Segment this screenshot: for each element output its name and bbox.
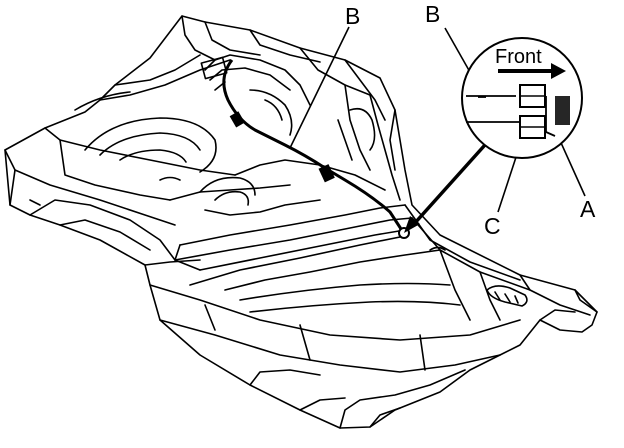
cable-clip-2 [318, 164, 335, 183]
label-b-center: B [345, 3, 361, 29]
label-a: A [580, 196, 596, 222]
floor-pan-outline [4, 15, 598, 429]
cable-clip-1 [229, 111, 245, 128]
detail-pointer-head [404, 216, 420, 233]
detail-pointer [412, 134, 495, 226]
detail-inset [461, 37, 583, 159]
leader-b-center [289, 26, 350, 149]
label-b-right: B [425, 1, 441, 27]
label-c: C [484, 213, 501, 239]
label-front: Front [495, 46, 542, 68]
cable-harness [222, 59, 405, 233]
